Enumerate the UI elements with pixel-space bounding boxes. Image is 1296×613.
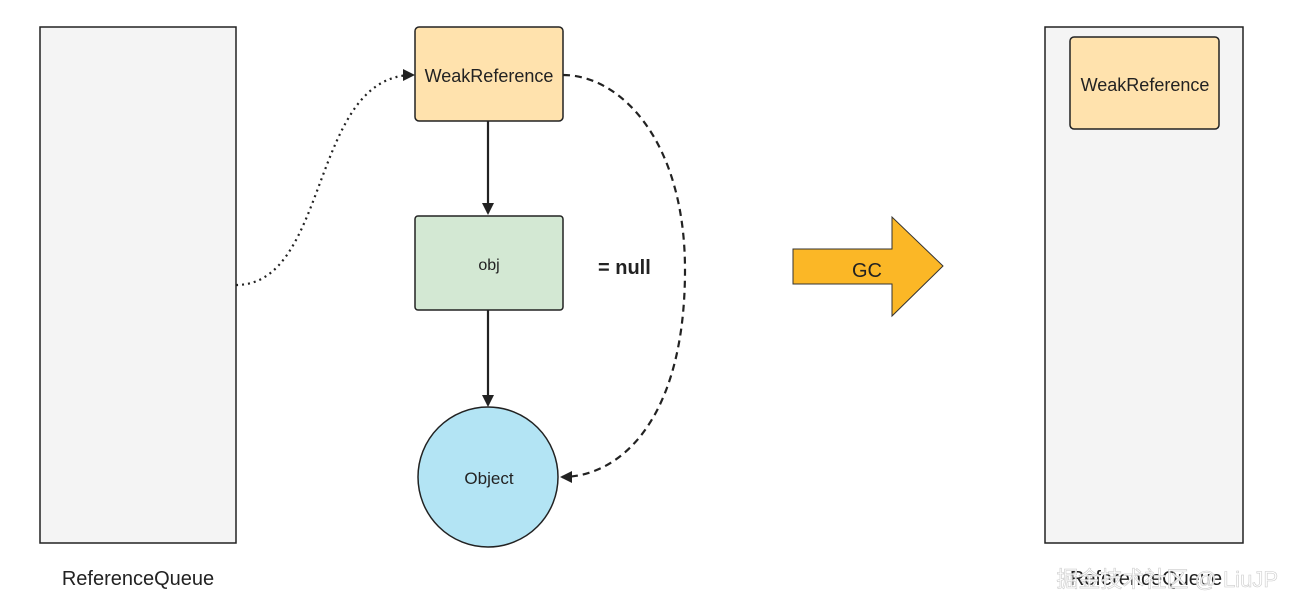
obj-label: obj [478, 257, 499, 274]
queue-to-weakreference-dotted-arrow [235, 69, 415, 287]
queued-weak-reference-label: WeakReference [1081, 75, 1210, 95]
gc-arrow-label: GC [852, 260, 882, 282]
weak-reference-dashed-arrow [560, 73, 687, 483]
left-reference-queue-label: ReferenceQueue [62, 568, 214, 590]
queued-weak-reference-box [1069, 36, 1220, 130]
left-reference-queue-box [39, 26, 237, 544]
null-assignment-label: = null [598, 257, 651, 279]
watermark-text: 掘金技术社区 @ LiuJP [1056, 567, 1278, 592]
weak-reference-label: WeakReference [425, 66, 554, 86]
right-reference-queue-label: ReferenceQueue [1070, 568, 1222, 590]
gc-arrow [792, 215, 944, 318]
object-label: Object [464, 469, 513, 488]
object-circle [417, 406, 559, 548]
